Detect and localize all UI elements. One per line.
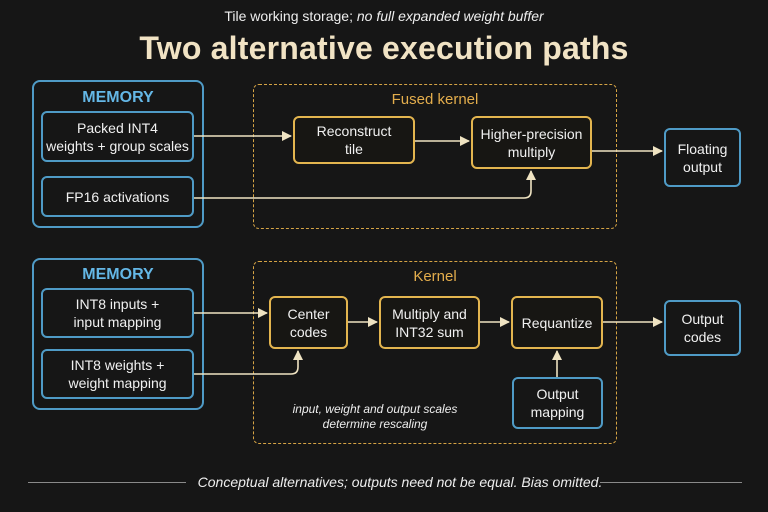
packed-int4-line-2: weights + group scales xyxy=(46,137,189,154)
requantize-label: Requantize xyxy=(521,314,593,331)
subtitle-lead: Tile working storage; xyxy=(224,8,357,24)
output-mapping-line-2: mapping xyxy=(530,404,585,420)
rescaling-note-line-1: input, weight and output scales xyxy=(292,402,458,416)
reconstruct-line-1: Reconstruct xyxy=(316,123,392,139)
page-title: Two alternative execution paths xyxy=(139,30,629,66)
int8-inputs-box: INT8 inputs + input mapping xyxy=(41,288,194,338)
center-line-1: Center xyxy=(287,305,330,322)
kernel-region xyxy=(253,261,617,444)
output-codes-box: Output codes xyxy=(664,300,741,356)
footer-rule-left xyxy=(28,482,186,483)
int8-weights-line-2: weight mapping xyxy=(68,375,167,391)
int8-inputs-line-1: INT8 inputs + xyxy=(75,296,160,312)
reconstruct-line-2: tile xyxy=(345,141,363,157)
footer-note: Conceptual alternatives; outputs need no… xyxy=(197,474,603,490)
int8-weights-line-1: INT8 weights + xyxy=(70,357,165,373)
output-codes-line-2: codes xyxy=(683,329,722,345)
multiply-sum-line-2: INT32 sum xyxy=(395,323,464,340)
center-line-2: codes xyxy=(289,323,328,340)
subtitle-emphasis: no full expanded weight buffer xyxy=(356,8,544,24)
output-codes-line-1: Output xyxy=(681,311,724,327)
memory-label-2: MEMORY xyxy=(82,266,154,283)
packed-int4-line-1: Packed INT4 xyxy=(77,119,158,136)
fp16-activations-box: FP16 activations xyxy=(41,176,194,217)
floating-output-line-2: output xyxy=(683,158,722,175)
memory-label-1: MEMORY xyxy=(82,89,154,106)
reconstruct-tile-box: Reconstruct tile xyxy=(293,116,415,164)
rescaling-note: input, weight and output scales determin… xyxy=(270,402,480,432)
output-mapping-box: Output mapping xyxy=(512,377,603,429)
arrow-activations-to-multiply xyxy=(194,170,536,199)
fused-kernel-region xyxy=(253,84,617,229)
multiply-sum-line-1: Multiply and xyxy=(392,305,467,322)
output-mapping-line-1: Output xyxy=(536,386,579,402)
kernel-label: Kernel xyxy=(413,268,457,285)
footer-rule-right xyxy=(600,482,742,483)
memory-panel-2 xyxy=(32,258,204,410)
fp16-activations-label: FP16 activations xyxy=(65,188,170,205)
subtitle: Tile working storage; no full expanded w… xyxy=(0,8,768,24)
int8-inputs-line-2: input mapping xyxy=(73,314,162,330)
rescaling-note-line-2: determine rescaling xyxy=(322,417,428,431)
multiply-line-1: Higher-precision xyxy=(480,125,583,142)
fused-kernel-label: Fused kernel xyxy=(391,91,479,108)
multiply-line-2: multiply xyxy=(507,143,556,160)
arrow-weights-to-center xyxy=(194,350,303,375)
memory-panel-1 xyxy=(32,80,204,228)
int8-weights-box: INT8 weights + weight mapping xyxy=(41,349,194,399)
floating-output-line-1: Floating xyxy=(677,140,728,157)
requantize-box: Requantize xyxy=(511,296,603,349)
